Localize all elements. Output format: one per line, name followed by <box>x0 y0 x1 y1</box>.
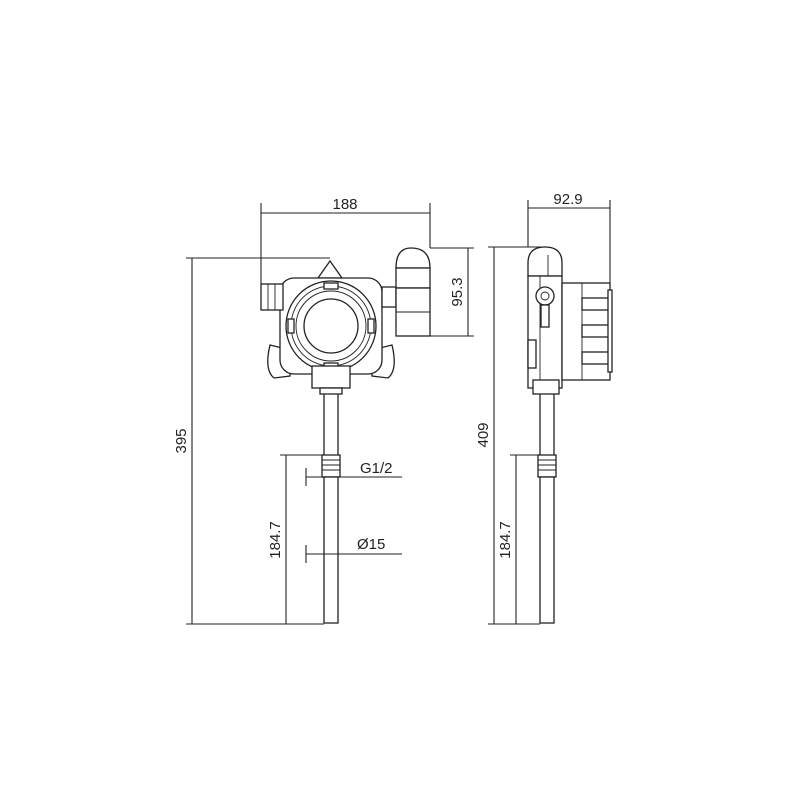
front-view: 188 95.3 395 184.7 G1/2 Ø15 <box>173 196 474 625</box>
front-probe <box>321 394 341 624</box>
front-total-height-label: 395 <box>173 428 190 453</box>
side-probe <box>537 394 557 624</box>
diameter-label: Ø15 <box>357 536 385 553</box>
side-dimensions: 92.9 409 184.7 <box>475 191 611 625</box>
front-probe-length-label: 184.7 <box>267 521 284 559</box>
front-dimensions: 188 95.3 395 184.7 G1/2 Ø15 <box>173 196 474 625</box>
side-probe-length-label: 184.7 <box>497 521 514 559</box>
front-enclosure <box>260 259 397 395</box>
front-sensor-cap <box>395 247 431 337</box>
side-view: 92.9 409 184.7 <box>475 191 613 625</box>
side-total-height-label: 409 <box>475 422 492 447</box>
front-width-label: 188 <box>332 196 357 213</box>
front-cap-height-label: 95.3 <box>449 277 466 306</box>
thread-label: G1/2 <box>360 460 393 477</box>
side-enclosure <box>527 246 613 395</box>
side-width-label: 92.9 <box>553 191 582 208</box>
